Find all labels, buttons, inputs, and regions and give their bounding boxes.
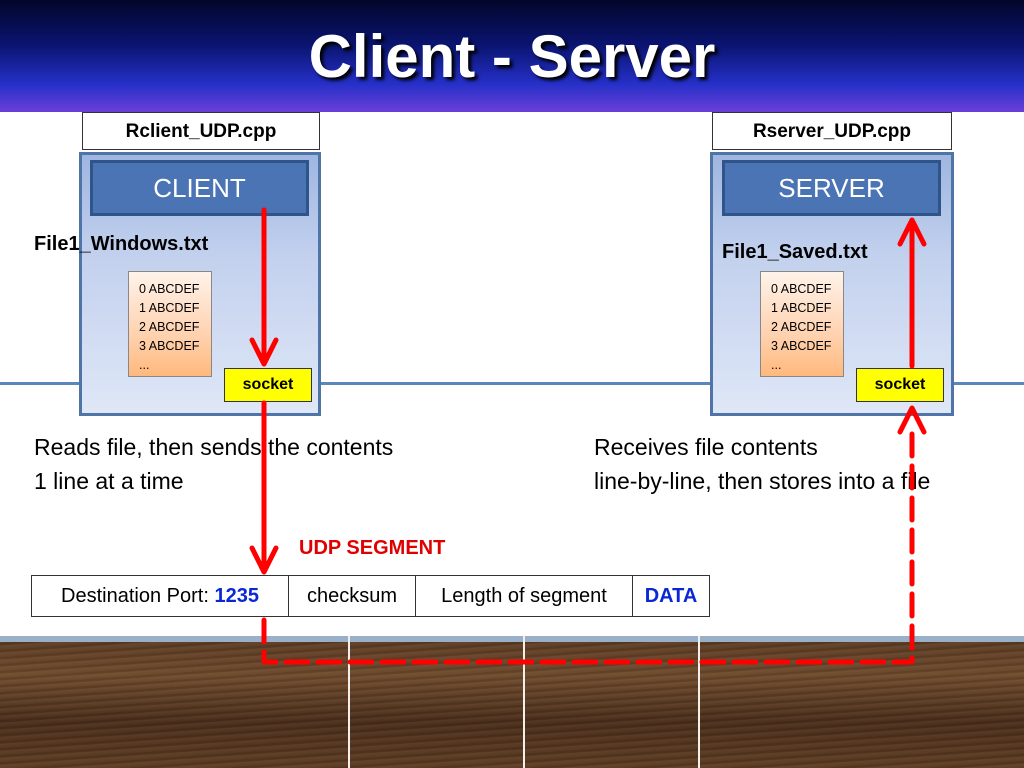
segment-data: DATA <box>644 585 698 607</box>
segment-checksum: checksum <box>289 576 416 616</box>
server-socket: socket <box>856 368 944 402</box>
udp-segment: Destination Port: 1235 checksum Length o… <box>31 575 710 617</box>
file-line: 0 ABCDEF <box>139 282 200 296</box>
client-header: CLIENT <box>90 160 309 216</box>
file-line: 1 ABCDEF <box>771 301 832 315</box>
file-line: 3 ABCDEF <box>139 339 200 353</box>
segment-length: Length of segment <box>416 576 633 616</box>
udp-segment-label: UDP SEGMENT <box>299 537 446 559</box>
segment-dest-port: Destination Port: 1235 <box>32 576 289 616</box>
floor-divider <box>523 636 525 768</box>
file-line: ... <box>139 358 150 372</box>
floor-edge <box>0 636 1024 642</box>
arrow-head <box>897 405 927 435</box>
file-line: 2 ABCDEF <box>771 320 832 334</box>
arrow-network-path <box>261 427 915 665</box>
server-description-line: Receives file contents <box>594 434 818 460</box>
client-description: Reads file, then sends the contents 1 li… <box>34 430 393 498</box>
arrow-head <box>249 337 279 367</box>
network-line <box>0 382 1024 385</box>
client-socket: socket <box>224 368 312 402</box>
dest-port-value: 1235 <box>214 585 259 607</box>
arrow-head <box>249 545 279 575</box>
arrow-head <box>897 217 927 247</box>
server-file-label: Rserver_UDP.cpp <box>712 112 952 150</box>
client-description-line: Reads file, then sends the contents <box>34 434 394 460</box>
file-line: 2 ABCDEF <box>139 320 200 334</box>
floor-divider <box>348 636 350 768</box>
server-file-contents: 0 ABCDEF 1 ABCDEF 2 ABCDEF 3 ABCDEF ... <box>760 271 844 377</box>
client-file-name: File1_Windows.txt <box>34 233 209 255</box>
client-file-contents: 0 ABCDEF 1 ABCDEF 2 ABCDEF 3 ABCDEF ... <box>128 271 212 377</box>
dest-port-label: Destination Port: <box>61 585 209 607</box>
file-line: 3 ABCDEF <box>771 339 832 353</box>
file-line: 1 ABCDEF <box>139 301 200 315</box>
title-bar: Client - Server <box>0 0 1024 112</box>
server-header: SERVER <box>722 160 941 216</box>
client-file-label: Rclient_UDP.cpp <box>82 112 320 150</box>
file-line: ... <box>771 358 782 372</box>
server-description-line: line-by-line, then stores into a file <box>594 468 931 494</box>
file-line: 0 ABCDEF <box>771 282 832 296</box>
floor-divider <box>698 636 700 768</box>
wood-floor <box>0 636 1024 768</box>
slide-title: Client - Server <box>308 23 716 90</box>
client-description-line: 1 line at a time <box>34 468 184 494</box>
server-description: Receives file contents line-by-line, the… <box>594 430 930 498</box>
server-file-name: File1_Saved.txt <box>722 241 868 263</box>
